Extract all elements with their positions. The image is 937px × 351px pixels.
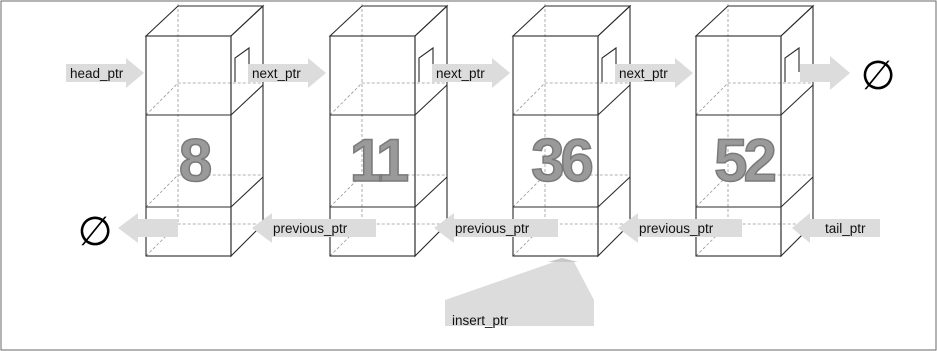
previous-label: previous_ptr — [273, 221, 348, 236]
node-divider — [780, 84, 814, 116]
previous-label: previous_ptr — [639, 221, 714, 236]
node-hidden-edge — [145, 82, 263, 116]
node-divider — [414, 84, 448, 116]
node-hidden-edge — [695, 174, 813, 208]
node-hidden-edge — [512, 82, 630, 116]
next-null-symbol: ∅ — [861, 53, 896, 99]
previous-arrow — [434, 213, 558, 243]
list-node: 52 — [694, 4, 815, 258]
arrows-layer: head_ptr next_ptr next_ptr next_ptr ∅ previou… — [66, 53, 895, 328]
next-label: next_ptr — [252, 66, 301, 81]
previous-null-symbol: ∅ — [78, 209, 113, 255]
next-arrow — [615, 58, 693, 88]
node-hidden-edge — [329, 174, 447, 208]
node-divider — [780, 176, 814, 208]
tail-arrow — [792, 213, 880, 243]
previous-label: previous_ptr — [455, 221, 530, 236]
node-next-slot — [601, 46, 617, 82]
previous-arrow — [618, 213, 742, 243]
node-hidden-edge — [329, 82, 447, 116]
node-divider — [414, 176, 448, 208]
head-label: head_ptr — [70, 66, 124, 81]
node-divider — [597, 84, 631, 116]
node-value: 52 — [714, 127, 774, 194]
next-label: next_ptr — [619, 66, 668, 81]
node-hidden-edge — [695, 82, 813, 116]
previous-null-arrow — [118, 213, 178, 243]
previous-arrow — [252, 213, 376, 243]
insert-arrow-tip — [548, 258, 578, 262]
insert-arrow — [445, 262, 594, 326]
next-arrow — [432, 58, 510, 88]
node-next-slot — [234, 46, 250, 82]
next-label: next_ptr — [436, 66, 485, 81]
node-next-slot — [784, 46, 800, 82]
node-value: 11 — [350, 127, 408, 194]
insert-label: insert_ptr — [452, 313, 509, 328]
next-null-arrow — [800, 56, 850, 90]
node-divider — [230, 176, 264, 208]
tail-label: tail_ptr — [825, 221, 866, 236]
node-value: 8 — [179, 127, 211, 194]
node-divider — [597, 176, 631, 208]
node-hidden-edge — [145, 174, 263, 208]
head-arrow — [66, 58, 144, 88]
next-arrow — [248, 58, 326, 88]
node-next-slot — [418, 46, 434, 82]
node-value: 36 — [531, 127, 592, 194]
node-divider — [230, 84, 264, 116]
node-hidden-edge — [512, 174, 630, 208]
